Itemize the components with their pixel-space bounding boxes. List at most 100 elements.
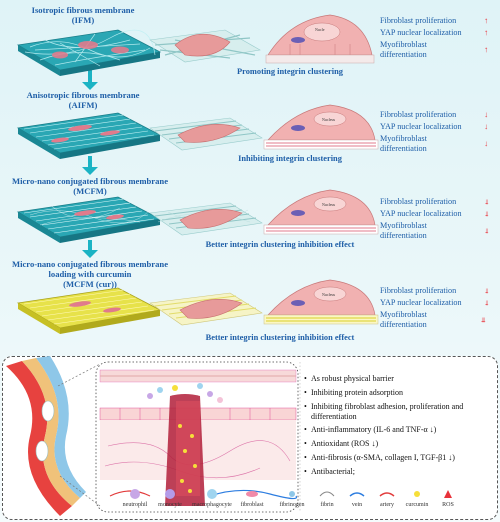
- row-3-effect-proliferation: Fibroblast proliferation ↓↓: [380, 197, 498, 207]
- arrow-down-icon: ↓: [484, 139, 489, 148]
- function-item-6: Anti-fibrosis (α-SMA, collagen I, TGF-β1…: [311, 453, 455, 462]
- function-item-4: Anti-inflammatory (IL-6 and TNF-α ↓): [311, 425, 437, 434]
- row-3-effect-myofibroblast: Myofibroblast differentiation ↓↓: [380, 221, 498, 241]
- mcfm-cur-fiber-zoom: [149, 292, 263, 326]
- double-arrow-down-icon: ↓↓: [484, 197, 489, 206]
- effect-label-line-1: Myofibroblast: [380, 221, 427, 230]
- row-2-title-line-2: (AIFM): [68, 100, 98, 110]
- triple-arrow-down-icon: ↓↓↓: [480, 315, 487, 324]
- bullet-icon: •: [304, 425, 307, 434]
- skin-section-image: [6, 356, 86, 516]
- flow-arrow-1: [82, 70, 98, 90]
- row-4-title-line-2: loading with curcumin: [48, 269, 132, 279]
- curcumin-icon: [414, 491, 420, 497]
- row-2-effect-proliferation: Fibroblast proliferation ↓: [380, 110, 498, 120]
- effect-label: YAP nuclear localization: [380, 209, 462, 218]
- row-1-effect-myofibroblast: Myofibroblast differentiation ↑: [380, 40, 498, 60]
- effect-label: Myofibroblast differentiation: [380, 134, 427, 154]
- mcfm-cur-nucleus-label: Nucleus: [322, 292, 336, 297]
- legend-icons: [130, 489, 452, 499]
- legend-vein: vein: [351, 502, 363, 508]
- row-4-effect-yap: YAP nuclear localization ↓↓: [380, 298, 498, 308]
- aifm-membrane: [16, 112, 162, 159]
- legend-monocyte: monocyte: [158, 502, 182, 508]
- arrow-down-icon: ↓: [484, 110, 489, 119]
- legend-ros: ROS: [442, 502, 454, 508]
- mcfm-cur-cell: Nucleus: [263, 279, 379, 325]
- double-arrow-down-icon: ↓↓: [484, 298, 489, 307]
- fibrin-icon: [319, 491, 335, 497]
- macrophagocyte-icon: [207, 489, 217, 499]
- row-3-effect-yap: YAP nuclear localization ↓↓: [380, 209, 498, 219]
- effect-label-line-2: differentiation: [380, 231, 427, 240]
- flow-arrow-3: [82, 240, 98, 258]
- legend-curcumin: curcumin: [405, 502, 429, 508]
- arrow-up-icon: ↑: [484, 16, 489, 25]
- bullet-icon: •: [304, 388, 307, 397]
- row-3-title-line-1: Micro-nano conjugated fibrous membrane: [11, 176, 169, 186]
- row-1-title-line-2: (IFM): [71, 15, 95, 25]
- fibrinogen-icon: [289, 491, 295, 497]
- row-2-title-line-1: Anisotropic fibrous membrane: [26, 90, 140, 100]
- bullet-icon: •: [304, 374, 307, 383]
- arrow-up-icon: ↑: [484, 45, 489, 54]
- effect-label: YAP nuclear localization: [380, 298, 462, 307]
- row-1-effect-yap: YAP nuclear localization ↑: [380, 28, 498, 38]
- effect-label-line-2: differentiation: [380, 50, 427, 59]
- effect-label: YAP nuclear localization: [380, 122, 462, 131]
- bullet-icon: •: [304, 402, 307, 411]
- ifm-nucleus-label: Nucle: [315, 27, 325, 32]
- arrow-down-icon: ↓: [484, 122, 489, 131]
- effect-label-line-1: Myofibroblast: [380, 310, 427, 319]
- neutrophil-icon: [130, 489, 140, 499]
- row-1-title: Isotropic fibrous membrane (IFM): [8, 5, 158, 25]
- ros-icon: [444, 490, 452, 498]
- row-3-title-line-2: (MCFM): [73, 186, 107, 196]
- fibroblast-icon: [246, 491, 258, 497]
- effect-label: YAP nuclear localization: [380, 28, 462, 37]
- row-1-effect-proliferation: Fibroblast proliferation ↑: [380, 16, 498, 26]
- row-4-title: Micro-nano conjugated fibrous membrane l…: [0, 259, 180, 289]
- aifm-cell: Nucleus: [263, 104, 379, 150]
- function-item-5: Antioxidant (ROS ↓): [311, 439, 379, 448]
- legend-macrophagocyte: macrophagocyte: [192, 502, 232, 508]
- flow-arrow-2: [82, 156, 98, 175]
- mcfm-fiber-zoom: [149, 202, 263, 236]
- bullet-icon: •: [304, 453, 307, 462]
- mcfm-cell: Nucleus: [263, 189, 379, 235]
- function-item-1: As robust physical barrier: [311, 374, 394, 383]
- effect-label: Fibroblast proliferation: [380, 110, 457, 119]
- effect-label-line-2: differentiation: [380, 144, 427, 153]
- effect-label: Myofibroblast differentiation: [380, 40, 427, 60]
- row-1-title-line-1: Isotropic fibrous membrane: [31, 5, 135, 15]
- effect-label-line-2: differentiation: [380, 320, 427, 329]
- wound-tissue-illustration: [6, 356, 452, 516]
- row-1-caption: Promoting integrin clustering: [237, 67, 343, 76]
- double-arrow-down-icon: ↓↓: [484, 209, 489, 218]
- row-4-caption: Better integrin clustering inhibition ef…: [205, 333, 355, 342]
- legend-fibrinogen: fibrinogen: [279, 502, 305, 508]
- ifm-membrane: [16, 29, 162, 76]
- legend-artery: artery: [380, 502, 394, 508]
- row-3-caption: Better integrin clustering inhibition ef…: [205, 240, 355, 249]
- bullet-icon: •: [304, 467, 307, 476]
- row-2-caption: Inhibiting integrin clustering: [238, 154, 342, 163]
- row-4-title-line-1: Micro-nano conjugated fibrous membrane: [11, 259, 169, 269]
- row-2-effect-yap: YAP nuclear localization ↓: [380, 122, 498, 132]
- row-2-effect-myofibroblast: Myofibroblast differentiation ↓: [380, 134, 498, 154]
- row-3-title: Micro-nano conjugated fibrous membrane (…: [0, 176, 180, 196]
- ifm-cell: Nucle: [265, 14, 375, 64]
- function-item-2: Inhibiting protein adsorption: [311, 388, 403, 397]
- legend-fibrin: fibrin: [320, 502, 334, 508]
- membrane-schematics: Nucle Nucleus: [16, 14, 379, 334]
- double-arrow-down-icon: ↓↓: [484, 226, 489, 235]
- legend-neutrophil: neutrophil: [122, 502, 148, 508]
- effect-label-line-1: Myofibroblast: [380, 40, 427, 49]
- artery-icon: [379, 492, 395, 497]
- row-2-title: Anisotropic fibrous membrane (AIFM): [8, 90, 158, 110]
- bullet-icon: •: [304, 439, 307, 448]
- function-item-7: Antibacterial;: [311, 467, 355, 476]
- mcfm-cur-membrane: [16, 287, 162, 334]
- aifm-fiber-zoom: [149, 117, 263, 151]
- vein-icon: [349, 492, 365, 497]
